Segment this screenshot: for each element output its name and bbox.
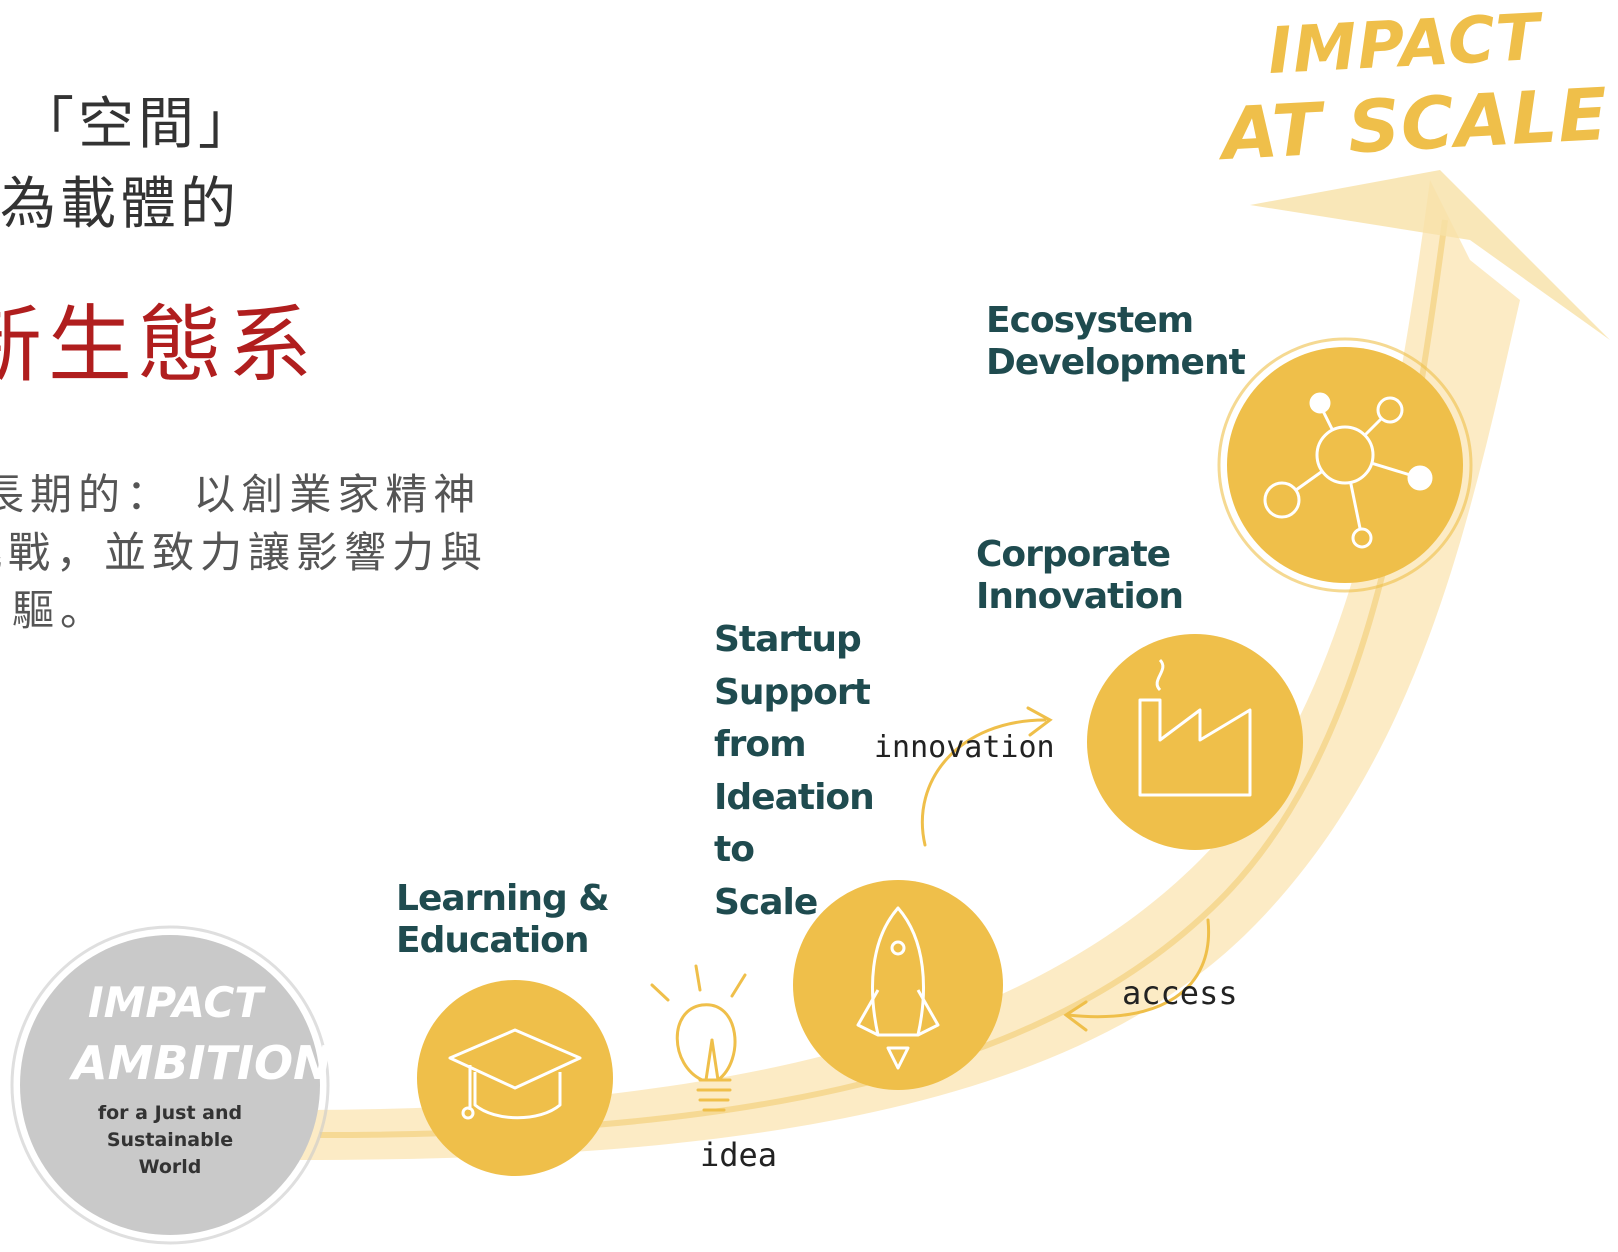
label-line: Learning &: [396, 878, 610, 919]
stage-label-learning: Learning & Education: [396, 878, 610, 962]
annotation-innovation: innovation: [874, 730, 1055, 765]
label-line: Ideation: [714, 776, 875, 818]
label-line: Scale: [714, 881, 818, 923]
label-line: from: [714, 724, 807, 765]
factory-icon: [1138, 658, 1252, 797]
learning-circle: [417, 980, 613, 1176]
graduation-cap-icon: [448, 1028, 582, 1120]
annotation-idea: idea: [700, 1136, 778, 1174]
label-line: Education: [396, 920, 590, 961]
label-line: Startup: [714, 619, 862, 660]
label-line: to: [714, 829, 755, 870]
heading-line1: 「空間」: [18, 92, 258, 157]
stage-label-corporate: Corporate Innovation: [976, 534, 1184, 618]
heading-line2: 為載體的: [0, 172, 240, 237]
start-tagline: for a Just and Sustainable World: [80, 1100, 260, 1181]
body-line-3: 驅。: [12, 586, 109, 635]
access-arrow: [1063, 918, 1211, 1032]
stage-label-ecosystem: Ecosystem Development: [986, 300, 1246, 384]
label-line: Ecosystem: [986, 300, 1194, 341]
heading-big: 新生態系: [0, 296, 319, 394]
corporate-circle: [1087, 634, 1303, 850]
tagline-line: Sustainable: [106, 1129, 234, 1151]
lightbulb-icon: [650, 964, 747, 1112]
growth-path: [300, 180, 1520, 1160]
ambition-circle: [20, 935, 320, 1235]
label-line: Support: [714, 671, 871, 713]
tagline-line: World: [138, 1156, 202, 1178]
label-line: Development: [986, 342, 1246, 383]
start-line2: AMBITION: [72, 1036, 332, 1090]
label-line: Corporate: [976, 534, 1171, 575]
innovation-arrow: [920, 706, 1053, 847]
stage-label-startup: Startup Support from Ideation to Scale: [714, 614, 875, 929]
rocket-icon: [856, 906, 940, 1070]
network-icon: [1263, 392, 1433, 549]
start-line1: IMPACT: [88, 978, 264, 1027]
annotation-access: access: [1122, 974, 1238, 1012]
label-line: Innovation: [976, 576, 1184, 617]
body-line-2: 挑戰，並致力讓影響力與: [0, 528, 489, 577]
tagline-line: for a Just and: [97, 1102, 243, 1124]
body-line-1: 長期的： 以創業家精神: [0, 470, 482, 519]
startup-circle: [793, 880, 1003, 1090]
goal-title-line1: IMPACT: [1266, 0, 1543, 90]
